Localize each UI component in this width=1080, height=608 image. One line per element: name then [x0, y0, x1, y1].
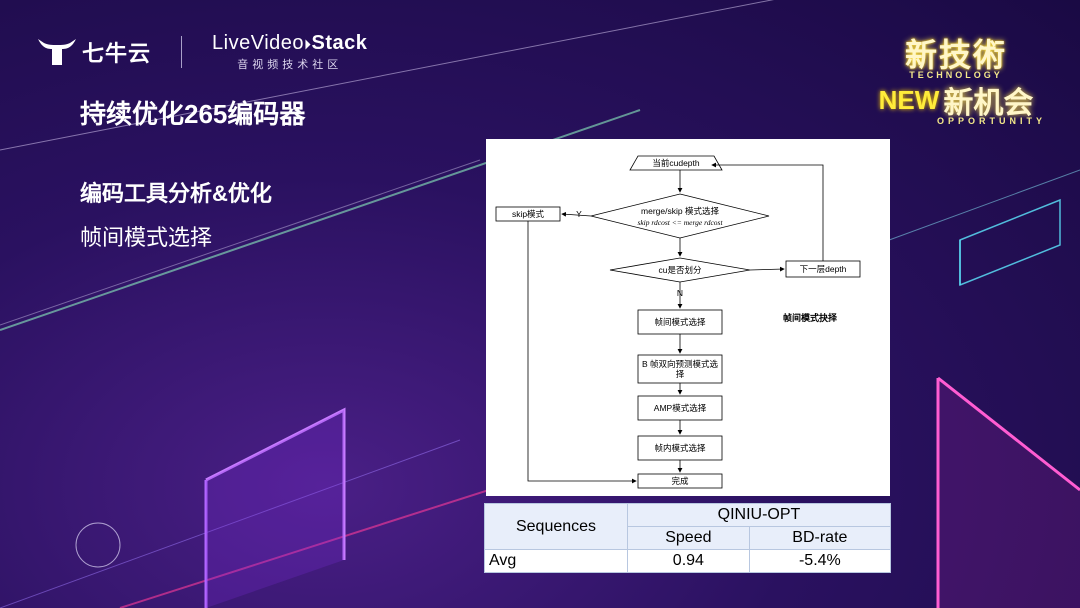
lvs-text-light: Live [212, 32, 251, 54]
flow-decision1-label-1: merge/skip 模式选择 [641, 206, 719, 216]
logo-divider [181, 36, 183, 68]
brand-new-word: NEW [878, 84, 940, 115]
flow-step2-label-1: B 帧双向预测模式选 [642, 359, 719, 369]
flow-no-label: N [677, 288, 683, 298]
flowchart-panel: 当前cudepth merge/skip 模式选择 skip rdcost <=… [486, 139, 890, 496]
flow-decision1-shape [590, 193, 770, 239]
flow-step3-label: AMP模式选择 [654, 403, 707, 413]
table-row: Sequences QINIU-OPT [484, 503, 891, 550]
brand-opportunity: OPPORTUNITY [936, 116, 1046, 126]
livevideostack-logo: LiveVideo⏵Stack 音视频技术社区 [212, 32, 367, 72]
header-speed: Speed [627, 526, 750, 550]
play-icon: ⏵ [304, 36, 312, 52]
row-speed: 0.94 [627, 549, 750, 573]
results-table: Sequences QINIU-OPT Speed BD-rate Avg 0.… [484, 503, 892, 573]
flow-step2-label-2: 择 [676, 369, 685, 379]
slide-title: 持续优化265编码器 [80, 99, 306, 129]
flow-step4-label: 帧内模式选择 [654, 443, 706, 453]
table-row: Avg 0.94 -5.4% [484, 549, 892, 573]
brand-bottom-text: 新机会 [943, 86, 1034, 121]
header-bdrate: BD-rate [748, 526, 892, 550]
lvs-text-mid: Video [250, 32, 305, 54]
flow-step3-shape [637, 395, 723, 421]
qiniu-logo-text: 七牛云 [82, 41, 152, 66]
lvs-subtitle: 音视频技术社区 [237, 59, 343, 71]
flow-done-label: 完成 [671, 476, 689, 486]
flow-next-depth-label: 下一层depth [800, 264, 847, 274]
lvs-text-bold: Stack [311, 32, 368, 54]
table-row: Speed BD-rate [485, 526, 892, 550]
flow-decision2-label: cu是否划分 [659, 265, 702, 275]
qiniu-logo-icon [38, 39, 76, 65]
brand-technology: TECHNOLOGY [909, 70, 1003, 80]
row-bdrate: -5.4% [748, 549, 892, 573]
flow-step2-shape [637, 354, 723, 384]
row-label: Avg [484, 549, 628, 573]
flow-done-shape [637, 473, 723, 489]
brand-top-text: 新技術 [904, 36, 1007, 74]
header-group: QINIU-OPT [627, 503, 891, 527]
flow-start-shape [629, 155, 723, 171]
flow-step1-label: 帧间模式选择 [654, 317, 706, 327]
slide-subtitle-2: 帧间模式选择 [80, 225, 213, 250]
flowchart: 当前cudepth merge/skip 模式选择 skip rdcost <=… [495, 155, 861, 489]
flow-skip-label: skip模式 [512, 209, 545, 219]
slide-subtitle: 编码工具分析&优化 [80, 181, 272, 206]
flow-decision1-label-2: skip rdcost <= merge rdcost [637, 218, 723, 227]
event-brand-logo: 新技術 TECHNOLOGY NEW 新机会 OPPORTUNITY [856, 30, 1056, 130]
flow-yes-label: Y [576, 209, 582, 219]
flow-caption: 帧间模式抉择 [783, 312, 838, 323]
flow-start-label: 当前cudepth [652, 158, 700, 168]
flow-step1-shape [637, 309, 723, 335]
header-sequences: Sequences [484, 503, 628, 550]
logo-area: 七牛云 LiveVideo⏵Stack 音视频技术社区 [36, 32, 367, 72]
